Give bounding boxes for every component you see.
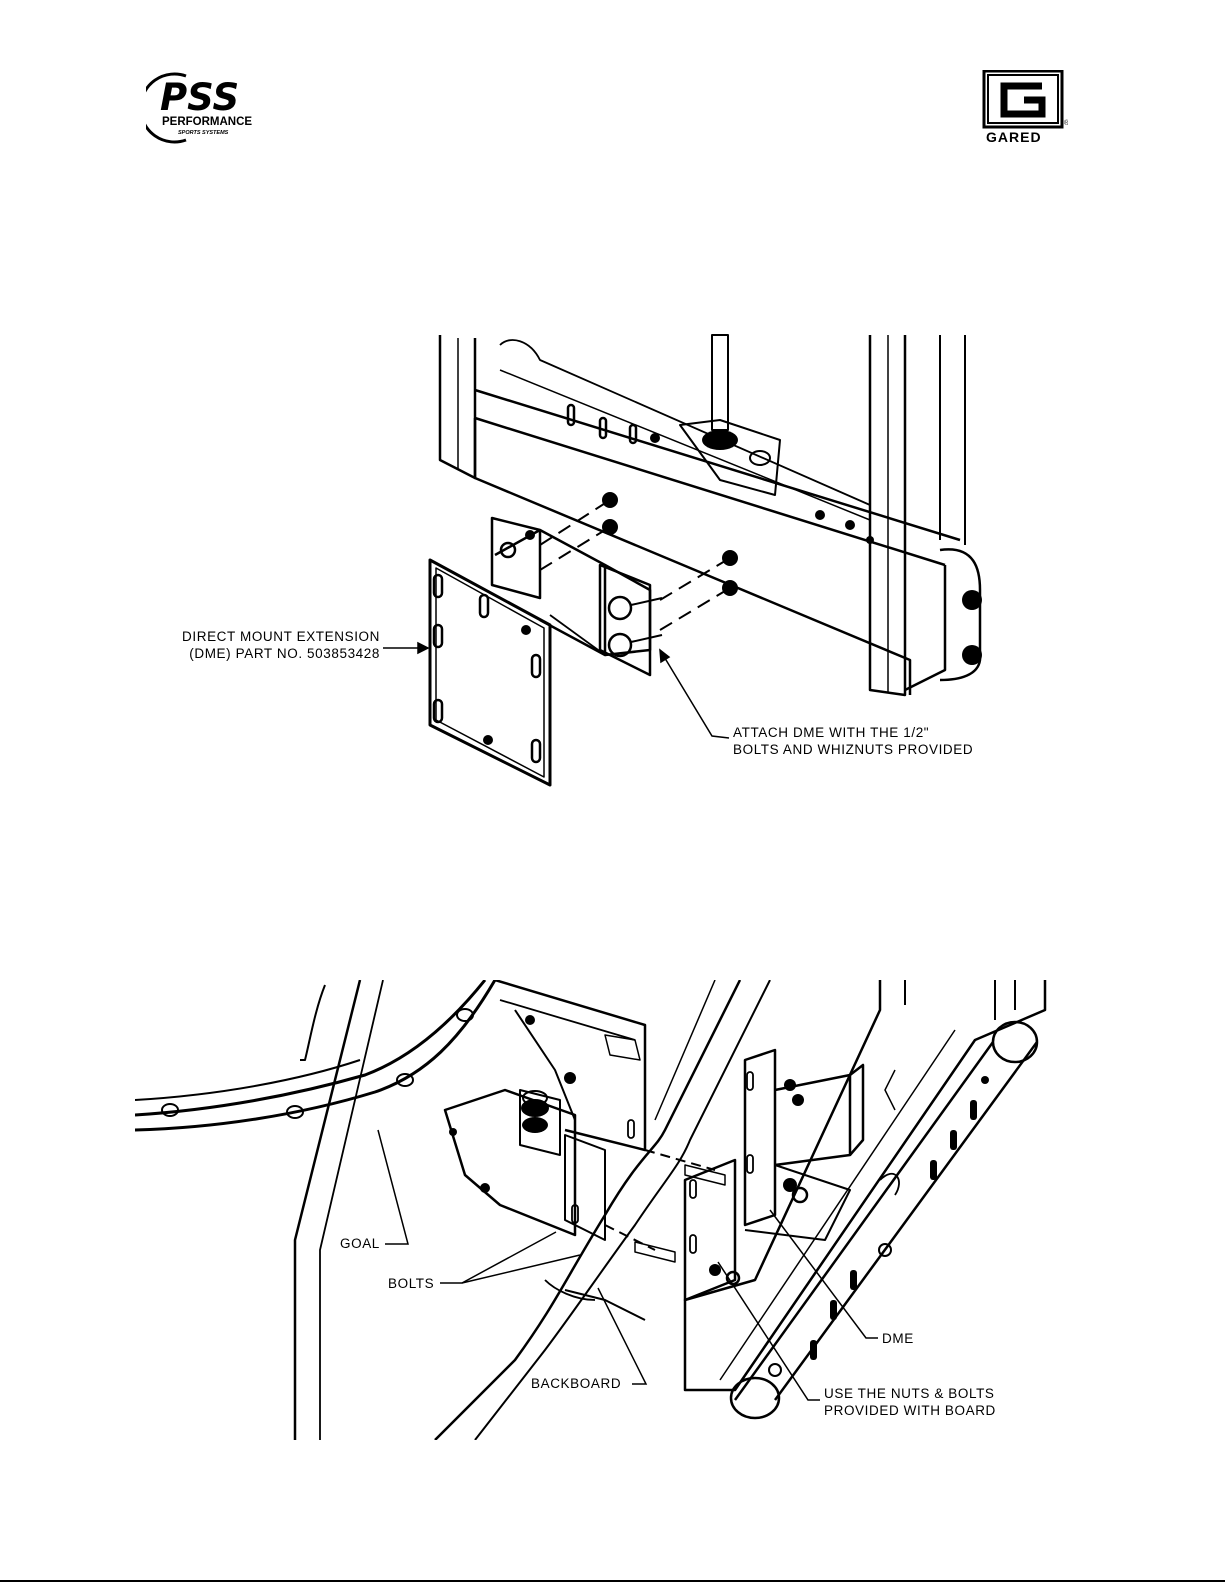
pss-logo-text: PSS xyxy=(160,76,239,119)
gared-logo-reg: ® xyxy=(1064,119,1068,127)
figure-2-drawing xyxy=(135,980,1055,1440)
figure-1-drawing xyxy=(400,330,1000,790)
gared-logo-mark: ® GARED xyxy=(982,70,1068,146)
footer-rule xyxy=(0,1580,1225,1582)
pss-logo-tagline: SPORTS SYSTEMS xyxy=(178,130,229,136)
dme-callout: DME xyxy=(882,1330,914,1347)
backboard-callout: BACKBOARD xyxy=(531,1375,621,1392)
pss-logo-name: PERFORMANCE xyxy=(162,116,252,128)
gared-logo-name: GARED xyxy=(986,129,1042,145)
bolts-callout: BOLTS xyxy=(388,1275,434,1292)
pss-logo: PSS PERFORMANCE SPORTS SYSTEMS xyxy=(146,72,266,144)
gared-logo: ® GARED xyxy=(982,70,1068,146)
pss-logo-mark: PSS PERFORMANCE SPORTS SYSTEMS xyxy=(146,72,266,144)
attach-dme-callout: ATTACH DME WITH THE 1/2" BOLTS AND WHIZN… xyxy=(733,724,973,758)
goal-callout: GOAL xyxy=(340,1235,380,1252)
nuts-bolts-callout: USE THE NUTS & BOLTS PROVIDED WITH BOARD xyxy=(824,1385,996,1419)
dme-part-callout: DIRECT MOUNT EXTENSION (DME) PART NO. 50… xyxy=(140,628,380,662)
